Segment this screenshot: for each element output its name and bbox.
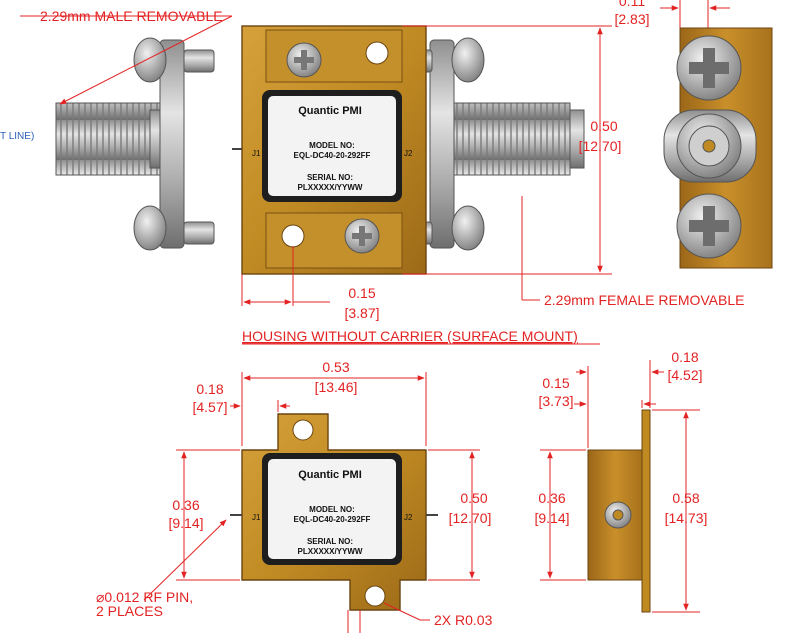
radius-label: 2X R0.03 — [434, 612, 493, 628]
dim-side-depth-a-inch: 0.15 — [542, 375, 569, 391]
female-connector — [407, 37, 585, 251]
screw-icon — [676, 193, 742, 259]
dim-side-height-outer-mm: [14.73] — [665, 510, 708, 526]
port-j2: J2 — [404, 513, 413, 522]
side-view-top — [663, 27, 773, 269]
dim-bottom-width-mm: [13.46] — [315, 379, 358, 395]
label-model-heading: MODEL NO: — [309, 141, 355, 150]
dim-top-height-inch: 0.50 — [590, 118, 617, 134]
label-model-heading: MODEL NO: — [309, 505, 355, 514]
top-dimensions: 2.29mm MALE REMOVABLE T LINE) 0.50 [12.7… — [0, 0, 744, 321]
port-j1: J1 — [252, 149, 261, 158]
label-serial-value: PLXXXXX/YYWW — [298, 547, 363, 556]
screw-icon — [286, 42, 322, 78]
dim-top-offset-mm: [3.87] — [344, 305, 379, 321]
label-model-value: EQL-DC40-20-292FF — [294, 515, 371, 524]
dim-side-height-inner-mm: [9.14] — [534, 510, 569, 526]
label-model-value: EQL-DC40-20-292FF — [294, 151, 371, 160]
label-serial-heading: SERIAL NO: — [307, 173, 353, 182]
top-view: Quantic PMI MODEL NO: EQL-DC40-20-292FF … — [55, 25, 585, 275]
male-connector — [55, 37, 215, 251]
dim-side-height-outer-inch: 0.58 — [672, 490, 699, 506]
dim-top-offset-inch: 0.15 — [348, 285, 375, 301]
section-title: HOUSING WITHOUT CARRIER (SURFACE MOUNT) — [242, 328, 578, 344]
side-view-bottom: 0.15 [3.73] 0.18 [4.52] 0.36 [9.14] 0.58… — [534, 349, 708, 613]
dim-bottom-tab-mm: [4.57] — [192, 399, 227, 415]
dim-top-side-width-inch: 0.11 — [619, 0, 645, 9]
dim-side-depth-b-mm: [4.52] — [667, 367, 702, 383]
port-j1: J1 — [252, 513, 261, 522]
dim-side-depth-b-inch: 0.18 — [671, 349, 698, 365]
label-brand: Quantic PMI — [298, 469, 362, 481]
dim-top-side-width-mm: [2.83] — [614, 11, 649, 27]
dim-bottom-width-inch: 0.53 — [322, 359, 349, 375]
screw-icon — [676, 35, 742, 101]
dim-bottom-height-left-inch: 0.36 — [172, 497, 199, 513]
bottom-dimensions: 0.53 [13.46] 0.18 [4.57] 0.36 [9.14] 0.5… — [96, 359, 493, 633]
label-serial-value: PLXXXXX/YYWW — [298, 183, 363, 192]
dim-bottom-height-right-inch: 0.50 — [460, 490, 487, 506]
dim-side-height-inner-inch: 0.36 — [538, 490, 565, 506]
male-connector-label: 2.29mm MALE REMOVABLE — [40, 8, 223, 24]
product-label-top: Quantic PMI MODEL NO: EQL-DC40-20-292FF … — [252, 90, 413, 202]
label-serial-heading: SERIAL NO: — [307, 537, 353, 546]
female-connector-label: 2.29mm FEMALE REMOVABLE — [544, 292, 744, 308]
dim-bottom-tab-inch: 0.18 — [196, 381, 223, 397]
dim-bottom-height-left-mm: [9.14] — [168, 515, 203, 531]
screw-icon — [344, 218, 380, 254]
cut-line-label: T LINE) — [0, 131, 34, 142]
bottom-view: Quantic PMI MODEL NO: EQL-DC40-20-292FF … — [230, 413, 438, 611]
port-j2: J2 — [404, 149, 413, 158]
dim-side-depth-a-mm: [3.73] — [538, 393, 573, 409]
dim-top-height-mm: [12.70] — [579, 138, 622, 154]
dim-bottom-height-right-mm: [12.70] — [449, 510, 492, 526]
rf-pin-line2: 2 PLACES — [96, 603, 163, 619]
product-label-bottom: Quantic PMI MODEL NO: EQL-DC40-20-292FF … — [252, 453, 413, 565]
rf-pin-line1: ⌀0.012 RF PIN, — [96, 589, 193, 605]
label-brand: Quantic PMI — [298, 105, 362, 117]
